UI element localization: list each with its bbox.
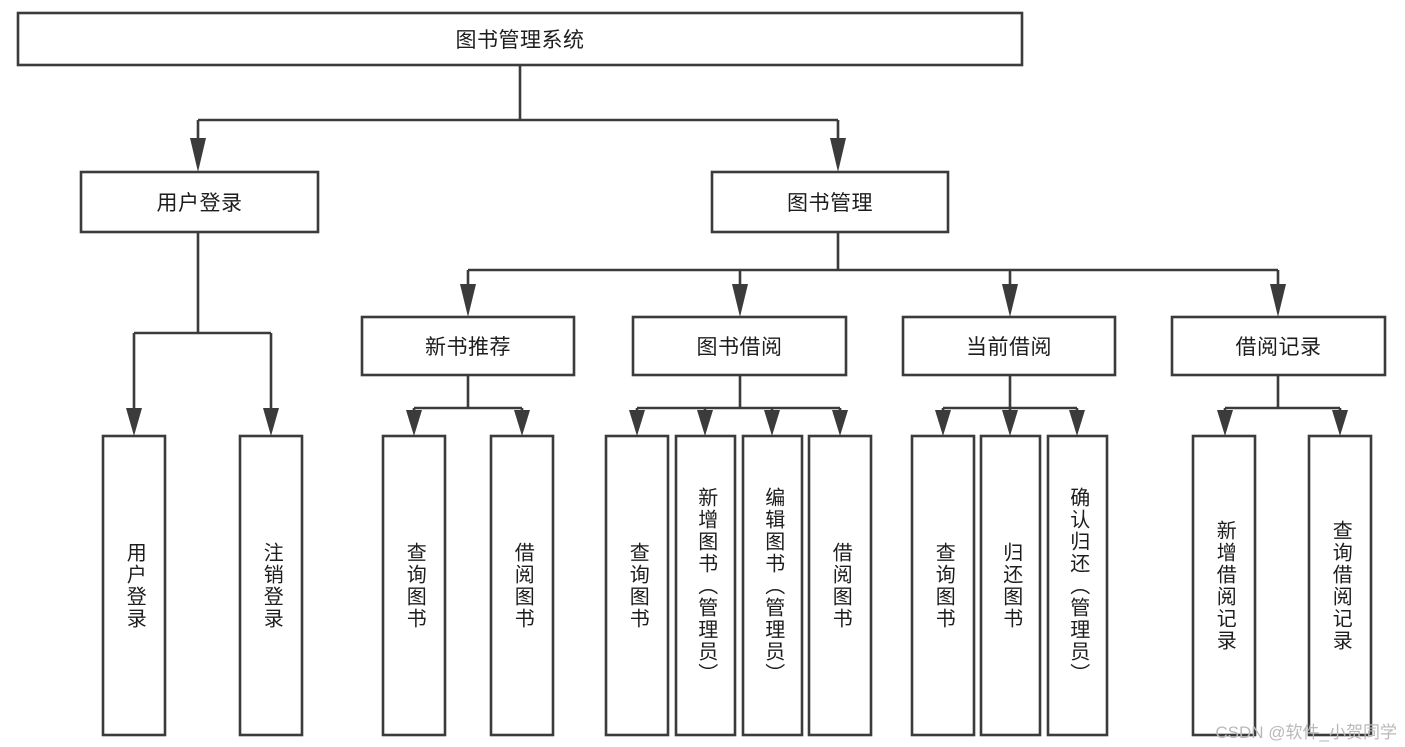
box-leaf-borrow-book-a[interactable] bbox=[489, 434, 555, 737]
box-leaf-add-record[interactable] bbox=[1191, 434, 1257, 737]
box-leaf-query-book-c[interactable] bbox=[910, 434, 976, 737]
arrow-leaf-add-record bbox=[1217, 410, 1233, 436]
box-book-borrow[interactable] bbox=[631, 315, 848, 377]
box-current-borrow[interactable] bbox=[901, 315, 1117, 377]
box-new-book-rec[interactable] bbox=[360, 315, 576, 377]
arrow-leaf-return-book bbox=[1002, 410, 1018, 436]
connector-group bbox=[126, 65, 1348, 436]
arrow-leaf-confirm-return bbox=[1069, 410, 1085, 436]
arrow-book-borrow bbox=[732, 284, 748, 317]
csdn-watermark: CSDN @软件_小贺同学 bbox=[1215, 723, 1397, 742]
box-leaf-query-book-b[interactable] bbox=[604, 434, 670, 737]
arrow-leaf-user-login bbox=[126, 408, 142, 436]
box-leaf-borrow-book-b[interactable] bbox=[807, 434, 873, 737]
box-user-login[interactable] bbox=[79, 170, 320, 234]
arrow-current-borrow bbox=[1002, 284, 1018, 317]
box-leaf-edit-book[interactable] bbox=[741, 434, 804, 737]
arrow-leaf-query-record bbox=[1332, 410, 1348, 436]
arrow-leaf-query-book-a bbox=[406, 410, 422, 436]
box-leaf-confirm-return[interactable] bbox=[1046, 434, 1109, 737]
box-leaf-query-book-a[interactable] bbox=[381, 434, 447, 737]
box-leaf-return-book[interactable] bbox=[979, 434, 1042, 737]
box-leaf-add-book[interactable] bbox=[674, 434, 737, 737]
arrow-leaf-query-book-c bbox=[935, 410, 951, 436]
box-borrow-record[interactable] bbox=[1170, 315, 1387, 377]
arrow-leaf-query-book-b bbox=[629, 410, 645, 436]
arrow-user-login bbox=[190, 138, 206, 172]
arrow-book-manage bbox=[830, 138, 846, 172]
arrow-leaf-add-book bbox=[697, 410, 713, 436]
arrow-leaf-borrow-book-b bbox=[832, 410, 848, 436]
box-leaf-logout[interactable] bbox=[238, 434, 304, 737]
arrow-borrow-record bbox=[1270, 284, 1286, 317]
arrow-new-book-rec bbox=[460, 284, 476, 317]
arrow-leaf-logout bbox=[263, 408, 279, 436]
box-leaf-user-login[interactable] bbox=[101, 434, 167, 737]
box-root[interactable] bbox=[16, 11, 1024, 67]
arrow-leaf-borrow-book-a bbox=[514, 410, 530, 436]
node-box-group bbox=[16, 11, 1387, 737]
arrow-leaf-edit-book bbox=[764, 410, 780, 436]
box-book-manage[interactable] bbox=[710, 170, 950, 234]
box-leaf-query-record[interactable] bbox=[1307, 434, 1373, 737]
